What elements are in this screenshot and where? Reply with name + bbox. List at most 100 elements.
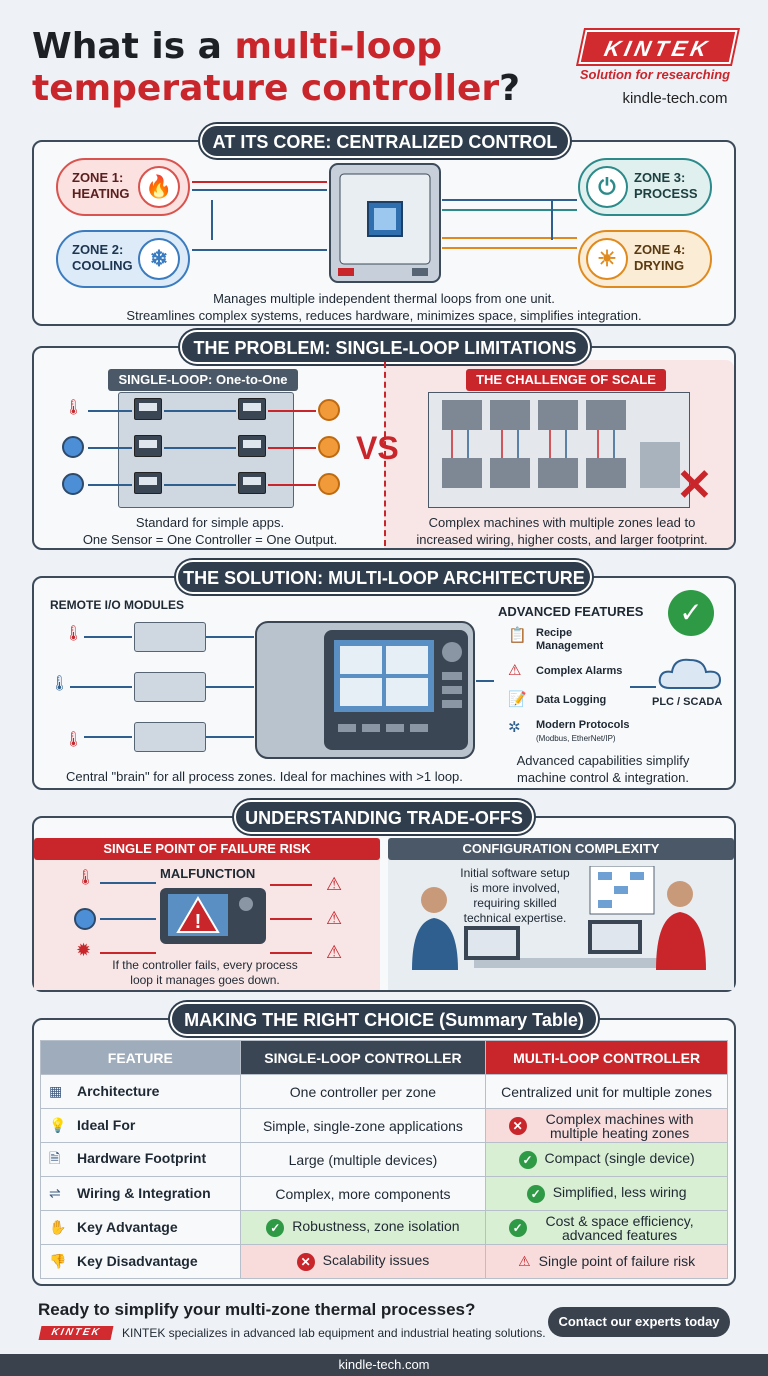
thermometer-icon: 🌡 [50, 675, 70, 692]
check-icon: ✓ [526, 1184, 545, 1203]
table-row: 🗎Hardware Footprint Large (multiple devi… [40, 1142, 728, 1177]
feature-alarms: Complex Alarms [536, 665, 623, 677]
vs-label: VS [356, 430, 399, 466]
engineers-illustration [412, 866, 706, 970]
summary-table: FEATURE SINGLE-LOOP CONTROLLER MULTI-LOO… [40, 1040, 728, 1279]
solution-caption-left: Central "brain" for all process zones. I… [66, 769, 463, 784]
svg-text:!: ! [195, 911, 202, 933]
warning-icon: ⚠ [518, 1253, 531, 1269]
thermometer-icon: 🌡 [76, 869, 96, 886]
x-icon: ✕ [296, 1252, 315, 1271]
cta-question: Ready to simplify your multi-zone therma… [38, 1300, 476, 1319]
kintek-logo-small: KINTEK [38, 1326, 114, 1340]
footer-url[interactable]: kindle-tech.com [0, 1354, 768, 1376]
architecture-icon: ▦ [49, 1083, 63, 1099]
controller [134, 472, 162, 494]
challenge-caption: Complex machines with multiple zones lea… [416, 515, 708, 547]
wiring-cabinet-illustration [428, 392, 690, 508]
network-icon: ✲ [508, 719, 521, 736]
kintek-logo: KINTEK [578, 30, 738, 64]
tagline: Solution for researching [579, 67, 731, 82]
warning-icon: ⚠ [326, 942, 343, 962]
page-title: What is a multi-loop temperature control… [32, 26, 521, 109]
checkmark-icon: ✓ [668, 590, 714, 636]
failure-risk-title: SINGLE POINT OF FAILURE RISK [34, 838, 380, 860]
warning-icon: ⚠ [508, 662, 522, 679]
challenge-title: THE CHALLENGE OF SCALE [466, 369, 666, 391]
feature-protocols: Modern Protocols(Modbus, EtherNet/IP) [536, 719, 630, 743]
zone-4-drying: ZONE 4:DRYING ☀ [578, 230, 712, 288]
col-multi: MULTI-LOOP CONTROLLER [485, 1040, 728, 1075]
snowflake-icon: ❄ [138, 238, 180, 280]
multi-loop-controller-illustration [255, 621, 475, 759]
controller [238, 398, 266, 420]
thermometer-icon: 🌡 [64, 731, 84, 748]
core-connections [192, 163, 577, 283]
controller [238, 472, 266, 494]
warning-icon: ⚠ [326, 908, 343, 928]
thumbs-down-icon: 👎 [49, 1253, 67, 1269]
tradeoffs-heading: UNDERSTANDING TRADE-OFFS [234, 800, 534, 834]
remote-io-label: REMOTE I/O MODULES [50, 598, 185, 612]
table-row: ✋Key Advantage ✓Robustness, zone isolati… [40, 1210, 728, 1245]
solution-heading: THE SOLUTION: MULTI-LOOP ARCHITECTURE [176, 560, 592, 594]
flame-icon: 🔥 [138, 166, 180, 208]
check-icon: ✓ [266, 1218, 285, 1237]
check-icon: ✓ [508, 1218, 527, 1237]
burst-icon: ✹ [76, 940, 92, 960]
table-row: ▦Architecture One controller per zone Ce… [40, 1074, 728, 1109]
table-row: 👎Key Disadvantage ✕Scalability issues ⚠S… [40, 1244, 728, 1279]
sensor-icon [74, 908, 96, 930]
controller [134, 398, 162, 420]
problem-heading: THE PROBLEM: SINGLE-LOOP LIMITATIONS [180, 330, 590, 364]
contact-experts-button[interactable]: Contact our experts today [548, 1307, 730, 1337]
output-icon [318, 473, 340, 495]
document-icon: 🗎 [49, 1149, 61, 1166]
zone-1-heating: ZONE 1:HEATING 🔥 [56, 158, 190, 216]
sun-icon: ☀ [586, 238, 628, 280]
zone-3-process: ZONE 3:PROCESS ⏻ [578, 158, 712, 216]
io-module [134, 722, 206, 752]
hand-icon: ✋ [49, 1219, 67, 1235]
clipboard-icon: 📋 [508, 627, 527, 644]
table-row: ⇌Wiring & Integration Complex, more comp… [40, 1176, 728, 1211]
controller [134, 435, 162, 457]
malfunction-label: MALFUNCTION [160, 866, 256, 881]
x-icon: ✕ [508, 1116, 527, 1135]
check-icon: ✓ [518, 1150, 537, 1169]
table-row: 💡Ideal For Simple, single-zone applicati… [40, 1108, 728, 1143]
power-icon: ⏻ [586, 166, 628, 208]
output-icon [318, 436, 340, 458]
sensor-icon [62, 473, 84, 495]
output-icon [318, 399, 340, 421]
sensor-icon [62, 436, 84, 458]
failed-controller-illustration: ! [160, 888, 266, 944]
site-url[interactable]: kindle-tech.com [622, 90, 728, 107]
cross-icon: ✕ [676, 461, 713, 510]
lightbulb-icon: 💡 [49, 1117, 67, 1133]
single-loop-caption: Standard for simple apps.One Sensor = On… [82, 515, 338, 547]
warning-icon: ⚠ [326, 874, 343, 894]
controller [238, 435, 266, 457]
thermometer-icon: 🌡 [64, 625, 84, 642]
summary-heading: MAKING THE RIGHT CHOICE (Summary Table) [170, 1002, 598, 1036]
core-heading: AT ITS CORE: CENTRALIZED CONTROL [200, 124, 570, 158]
col-feature: FEATURE [40, 1040, 241, 1075]
feature-logging: Data Logging [536, 694, 607, 706]
thermometer-icon: 🌡 [64, 399, 84, 416]
cloud-icon [658, 658, 722, 689]
plc-scada-label: PLC / SCADA [652, 696, 723, 708]
core-caption: Manages multiple independent thermal loo… [126, 291, 642, 323]
cta-description: KINTEK specializes in advanced lab equip… [122, 1326, 546, 1340]
wiring-icon: ⇌ [49, 1185, 61, 1201]
config-complexity-title: CONFIGURATION COMPLEXITY [388, 838, 734, 860]
single-loop-title: SINGLE-LOOP: One-to-One [108, 369, 298, 391]
io-module [134, 622, 206, 652]
notepad-icon: 📝 [508, 691, 527, 708]
col-single: SINGLE-LOOP CONTROLLER [239, 1040, 487, 1075]
io-module [134, 672, 206, 702]
